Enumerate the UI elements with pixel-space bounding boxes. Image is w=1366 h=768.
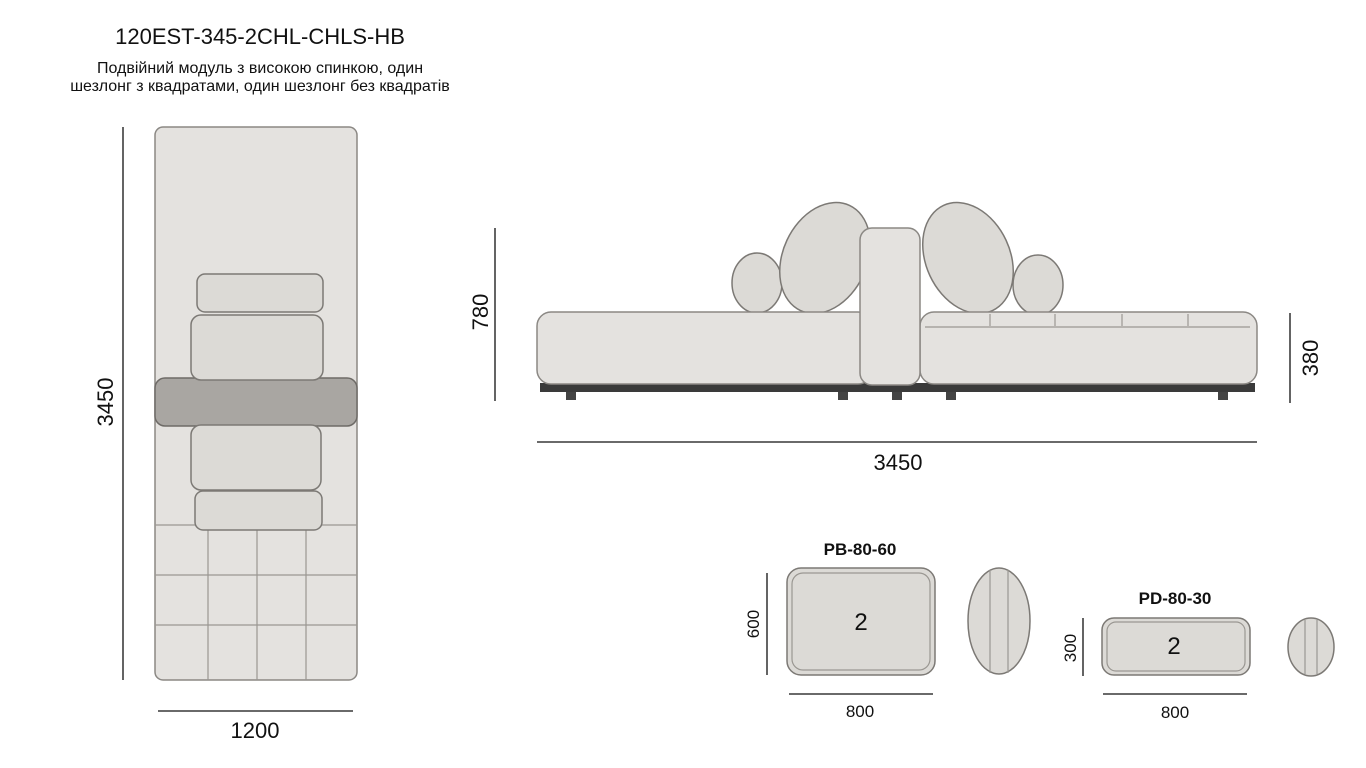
pillow-pb-quantity: 2 — [854, 609, 867, 636]
model-description: Подвійний модуль з високою спинкою, один… — [40, 60, 480, 96]
pillow-pb: PB-80-60 2 600 800 — [744, 540, 1031, 721]
top-view: 3450 1200 — [93, 126, 358, 743]
top-view-pillow-large — [190, 314, 324, 381]
pillow-pb-width-label: 800 — [846, 702, 874, 721]
pillow-pb-code: PB-80-60 — [824, 540, 897, 559]
pillow-pb-side — [967, 567, 1031, 675]
top-view-length-label: 3450 — [93, 378, 118, 427]
pillow-pd-front — [1101, 617, 1251, 676]
description-line-2: шезлонг з квадратами, один шезлонг без к… — [70, 78, 450, 95]
front-view-height-label: 780 — [468, 294, 493, 331]
front-view: 780 380 3450 — [468, 201, 1323, 475]
pillow-pd-code: PD-80-30 — [1139, 589, 1212, 608]
front-view-pillow-large-right — [921, 201, 1015, 315]
pillow-pd: PD-80-30 2 300 800 — [1061, 589, 1335, 722]
front-view-seat-height-label: 380 — [1298, 340, 1323, 377]
front-view-pillow-small-right — [1012, 254, 1064, 316]
top-view-pillow-small — [196, 273, 324, 313]
pillow-pd-quantity: 2 — [1167, 633, 1180, 660]
front-view-base — [540, 383, 1255, 392]
top-view-pillow-small — [194, 490, 323, 531]
front-view-length-label: 3450 — [874, 450, 923, 475]
pillow-pb-height-label: 600 — [744, 610, 763, 638]
top-view-pillow-large — [190, 424, 322, 491]
description-line-1: Подвійний модуль з високою спинкою, один — [96, 60, 424, 77]
pillow-pd-width-label: 800 — [1161, 703, 1189, 722]
top-view-backrest — [154, 377, 358, 427]
pillow-pd-side — [1287, 617, 1335, 677]
front-view-seat-right — [919, 311, 1258, 385]
top-view-width-label: 1200 — [231, 718, 280, 743]
front-view-seat-left — [536, 311, 873, 385]
front-view-pillow-small-left — [731, 252, 783, 314]
pillow-pd-height-label: 300 — [1061, 634, 1080, 662]
front-view-backrest — [859, 227, 921, 386]
model-code: 120EST-345-2CHL-CHLS-HB — [115, 24, 405, 49]
pillow-pb-front — [786, 567, 936, 676]
